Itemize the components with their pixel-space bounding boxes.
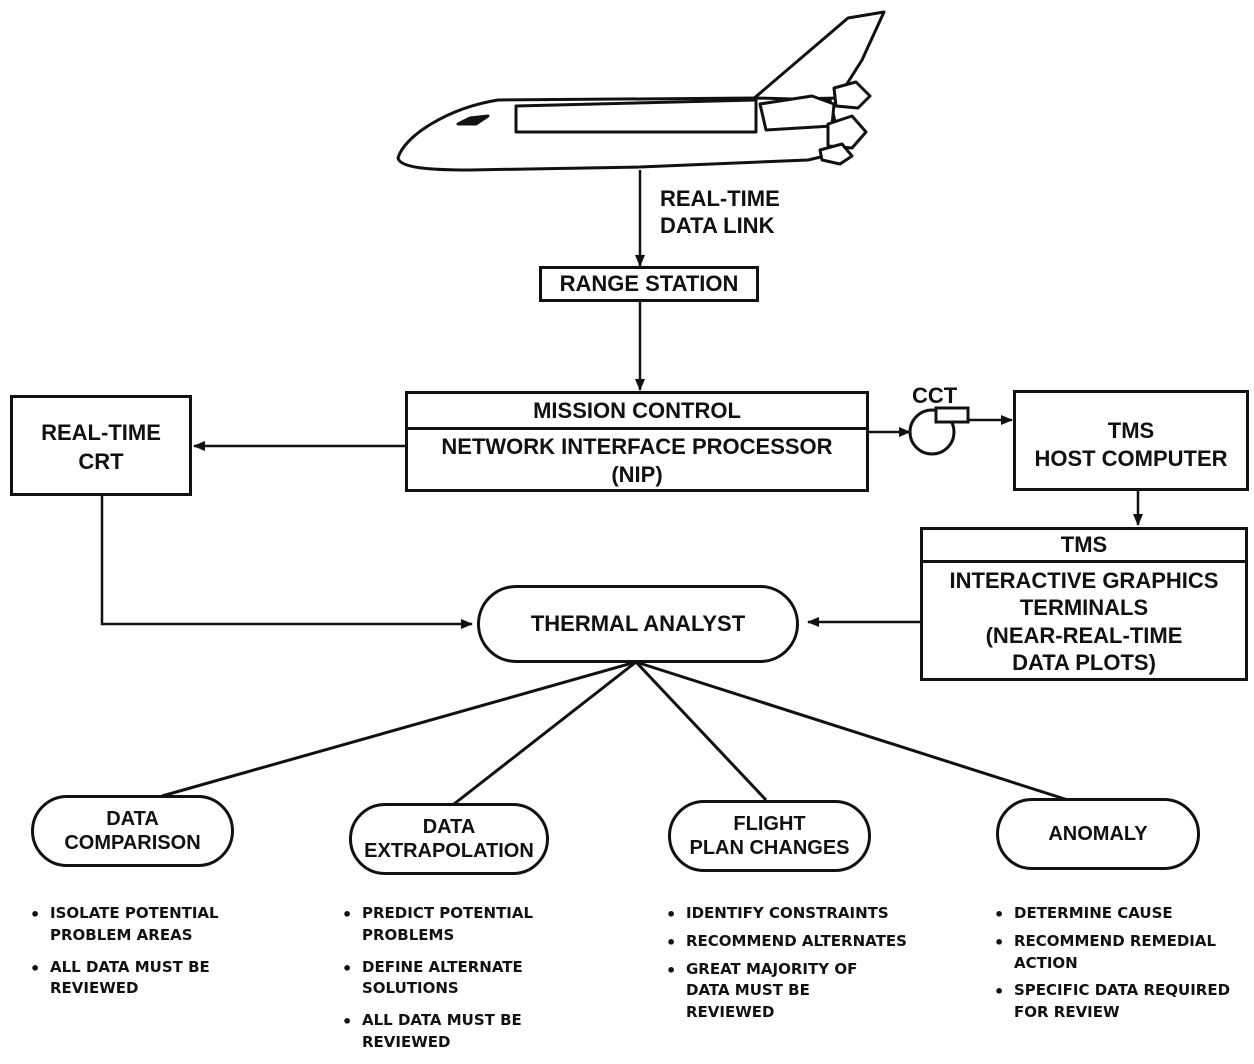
realtime-crt-box: REAL-TIME CRT	[10, 395, 192, 496]
task-bullets-data-extrapolation: PREDICT POTENTIAL PROBLEMS DEFINE ALTERN…	[342, 903, 570, 1064]
bullet-item: ALL DATA MUST BE REVIEWED	[30, 957, 260, 1001]
data-link-line-1: REAL-TIME	[660, 186, 780, 211]
task-flight-plan-changes: FLIGHT PLAN CHANGES	[668, 800, 871, 872]
tape-reel-icon	[908, 406, 970, 456]
nip-line-2: (NIP)	[611, 461, 663, 487]
tms-host-line-2: HOST COMPUTER	[1034, 446, 1228, 472]
task-data-comparison: DATA COMPARISON	[31, 795, 234, 867]
task-title-line-1: FLIGHT	[733, 812, 806, 835]
task-bullets-anomaly: DETERMINE CAUSE RECOMMEND REMEDIAL ACTIO…	[994, 903, 1250, 1034]
task-title-line-2: COMPARISON	[64, 832, 201, 854]
bullet-item: DETERMINE CAUSE	[994, 903, 1250, 926]
bullet-item: RECOMMEND REMEDIAL ACTION	[994, 931, 1246, 975]
task-anomaly: ANOMALY	[996, 798, 1200, 870]
tms-host-line-1: TMS	[1107, 418, 1155, 443]
space-shuttle-icon	[396, 10, 886, 172]
bullet-item: ALL DATA MUST BE REVIEWED	[342, 1010, 570, 1054]
mission-control-title: MISSION CONTROL	[533, 398, 741, 423]
tms-terminals-line-2: TERMINALS	[1019, 595, 1149, 621]
task-title-line-2: EXTRAPOLATION	[364, 840, 534, 862]
range-station-label: RANGE STATION	[559, 271, 739, 296]
task-title-line-1: ANOMALY	[1048, 822, 1148, 845]
mission-control-box: MISSION CONTROL NETWORK INTERFACE PROCES…	[405, 391, 869, 492]
bullet-item: IDENTIFY CONSTRAINTS	[666, 903, 948, 926]
task-bullets-data-comparison: ISOLATE POTENTIAL PROBLEM AREAS ALL DATA…	[30, 903, 260, 1010]
tms-terminals-body: INTERACTIVE GRAPHICS TERMINALS (NEAR-REA…	[923, 560, 1245, 676]
nip-section: NETWORK INTERFACE PROCESSOR (NIP)	[408, 427, 866, 488]
thermal-analyst-label: THERMAL ANALYST	[530, 610, 746, 636]
data-link-line-2: DATA LINK	[660, 212, 775, 238]
tms-terminals-line-4: DATA PLOTS)	[1012, 649, 1156, 675]
range-station-box: RANGE STATION	[539, 266, 759, 302]
tms-terminals-line-3: (NEAR-REAL-TIME	[985, 622, 1183, 648]
data-link-label: REAL-TIME DATA LINK	[660, 186, 780, 240]
cct-text: CCT	[912, 383, 958, 408]
nip-line-1: NETWORK INTERFACE PROCESSOR	[441, 434, 833, 459]
cct-label: CCT	[912, 383, 957, 409]
task-title-line-2: PLAN CHANGES	[689, 837, 850, 859]
bullet-item: ISOLATE POTENTIAL PROBLEM AREAS	[30, 903, 260, 947]
crt-line-1: REAL-TIME	[41, 420, 161, 445]
crt-line-2: CRT	[78, 448, 124, 474]
bullet-item: GREAT MAJORITY OF DATA MUST BE REVIEWED	[666, 959, 896, 1024]
task-data-extrapolation: DATA EXTRAPOLATION	[349, 803, 549, 875]
task-title-line-1: DATA	[422, 815, 476, 838]
thermal-analyst-node: THERMAL ANALYST	[477, 585, 799, 663]
tms-terminals-line-1: INTERACTIVE GRAPHICS	[949, 568, 1219, 593]
task-bullets-flight-plan-changes: IDENTIFY CONSTRAINTS RECOMMEND ALTERNATE…	[666, 903, 948, 1034]
bullet-item: RECOMMEND ALTERNATES	[666, 931, 948, 954]
bullet-item: DEFINE ALTERNATE SOLUTIONS	[342, 957, 570, 1001]
task-title-line-1: DATA	[106, 807, 159, 830]
bullet-item: PREDICT POTENTIAL PROBLEMS	[342, 903, 570, 947]
tms-terminals-title: TMS	[1060, 532, 1108, 557]
bullet-item: SPECIFIC DATA REQUIRED FOR REVIEW	[994, 980, 1250, 1024]
tms-host-box: TMS HOST COMPUTER	[1013, 390, 1249, 491]
tms-terminals-box: TMS INTERACTIVE GRAPHICS TERMINALS (NEAR…	[920, 527, 1248, 681]
